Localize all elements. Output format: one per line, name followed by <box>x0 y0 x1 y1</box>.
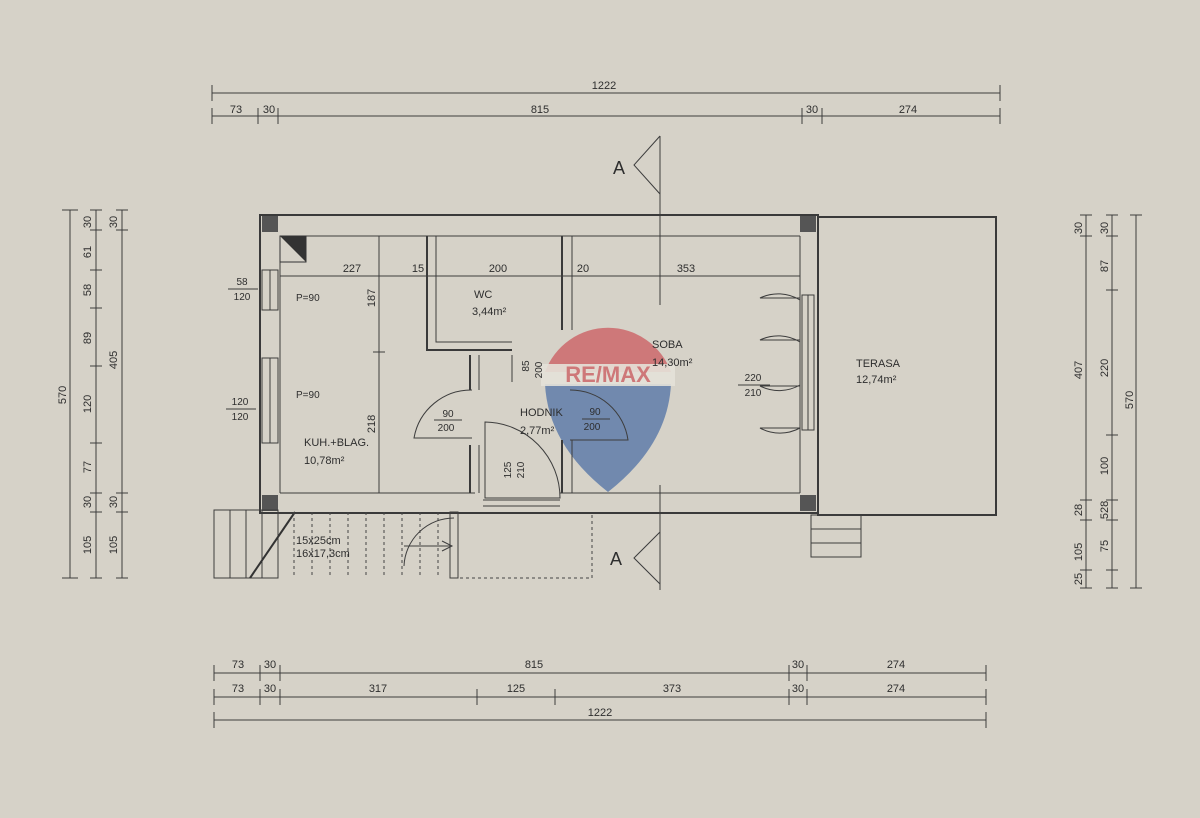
room-soba-name: SOBA <box>652 339 683 351</box>
dim-bottom-seg: 30 <box>792 659 804 671</box>
section-line-a: A A <box>610 135 661 590</box>
section-marker-bottom: A <box>610 549 622 569</box>
dim-left-seg: 105 <box>82 536 94 554</box>
dim-bottom-seg: 30 <box>264 659 276 671</box>
door-wc-height: 200 <box>534 361 545 378</box>
dim-right-total: 570 <box>1124 391 1136 409</box>
dim-left-total: 570 <box>57 386 69 404</box>
door-terrace-height: 210 <box>745 388 762 399</box>
dim-seg: 30 <box>806 104 818 116</box>
dim-left-seg: 61 <box>82 246 94 258</box>
dim-interior: 218 <box>366 415 378 433</box>
dim-bottom-seg: 30 <box>792 683 804 695</box>
door-kitchen-width: 90 <box>442 409 454 420</box>
dim-left-seg: 30 <box>108 496 120 508</box>
dim-left-seg: 30 <box>108 216 120 228</box>
dim-bottom-seg: 317 <box>369 683 387 695</box>
dim-interior: 20 <box>577 263 589 275</box>
opening-labels: 58 120 P=90 120 120 P=90 85 200 90 200 9… <box>226 277 770 478</box>
top-dimensions: 1222 73 30 815 30 274 <box>211 80 1001 124</box>
left-dimensions: 570 30 61 58 89 120 77 30 105 30 405 30 … <box>57 209 128 579</box>
dim-right-seg: 220 <box>1099 359 1111 377</box>
dim-bottom-seg: 274 <box>887 683 905 695</box>
door-kitchen-height: 200 <box>438 423 455 434</box>
room-wc-name: WC <box>474 289 492 301</box>
dim-right-seg: 100 <box>1099 457 1111 475</box>
room-soba-area: 14,30m² <box>652 357 693 369</box>
dim-interior: 227 <box>343 263 361 275</box>
dim-bottom-seg: 815 <box>525 659 543 671</box>
dim-right-seg: 528 <box>1099 501 1111 519</box>
dim-bottom-total: 1222 <box>588 707 612 719</box>
dim-left-seg: 105 <box>108 536 120 554</box>
window-1-width: 58 <box>236 277 248 288</box>
door-terrace-width: 220 <box>745 373 762 384</box>
dim-interior: 353 <box>677 263 695 275</box>
window-1-sill: P=90 <box>296 293 320 304</box>
remax-watermark: RE/MAX <box>541 327 675 492</box>
room-terasa-area: 12,74m² <box>856 374 897 386</box>
bottom-dimensions: 73 30 815 30 274 73 30 317 125 373 30 27… <box>213 659 987 728</box>
dim-bottom-seg: 274 <box>887 659 905 671</box>
dim-left-seg: 30 <box>82 496 94 508</box>
dim-interior: 187 <box>366 289 378 307</box>
room-labels: WC 3,44m² SOBA 14,30m² TERASA 12,74m² HO… <box>304 289 901 467</box>
stairs: 15x25cm 16x17,3cm <box>213 509 862 579</box>
door-entry-width: 125 <box>503 461 514 478</box>
dim-bottom-seg: 73 <box>232 683 244 695</box>
windows <box>261 269 815 444</box>
remax-logo-text: RE/MAX <box>565 362 651 387</box>
dim-seg: 815 <box>531 104 549 116</box>
dim-right-seg: 30 <box>1099 222 1111 234</box>
room-kuhinja-area: 10,78m² <box>304 455 345 467</box>
window-1-height: 120 <box>234 292 251 303</box>
dim-seg: 30 <box>263 104 275 116</box>
door-wc-width: 85 <box>521 360 532 372</box>
room-kuhinja-name: KUH.+BLAG. <box>304 437 369 449</box>
dim-bottom-seg: 373 <box>663 683 681 695</box>
dim-right-seg: 30 <box>1073 222 1085 234</box>
dim-interior: 200 <box>489 263 507 275</box>
dim-right-seg: 28 <box>1073 504 1085 516</box>
dim-right-seg: 407 <box>1073 361 1085 379</box>
dim-left-seg: 89 <box>82 332 94 344</box>
right-dimensions: 30 407 28 105 25 30 87 220 100 528 75 57… <box>1073 214 1142 589</box>
section-marker-top: A <box>613 158 625 178</box>
dim-right-seg: 75 <box>1099 540 1111 552</box>
dim-bottom-seg: 125 <box>507 683 525 695</box>
stairs-spec-2: 16x17,3cm <box>296 548 350 560</box>
window-2-sill: P=90 <box>296 390 320 401</box>
room-wc-area: 3,44m² <box>472 306 507 318</box>
room-terasa-name: TERASA <box>856 358 901 370</box>
dim-interior: 15 <box>412 263 424 275</box>
door-entry-height: 210 <box>516 461 527 478</box>
door-swings <box>413 293 801 499</box>
dim-left-seg: 58 <box>82 284 94 296</box>
room-hodnik-name: HODNIK <box>520 407 563 419</box>
dim-right-seg: 25 <box>1073 573 1085 585</box>
dim-left-seg: 30 <box>82 216 94 228</box>
dim-bottom-seg: 73 <box>232 659 244 671</box>
dim-seg: 73 <box>230 104 242 116</box>
door-soba-width: 90 <box>589 407 601 418</box>
door-soba-height: 200 <box>584 422 601 433</box>
dim-bottom-seg: 30 <box>264 683 276 695</box>
room-hodnik-area: 2,77m² <box>520 425 555 437</box>
dim-right-seg: 105 <box>1073 543 1085 561</box>
window-2-width: 120 <box>232 397 249 408</box>
interior-dimensions: 227 15 200 20 353 187 218 <box>280 236 800 493</box>
dim-seg: 274 <box>899 104 917 116</box>
dim-total-top: 1222 <box>592 80 616 92</box>
dim-left-seg: 77 <box>82 461 94 473</box>
dim-left-seg: 405 <box>108 351 120 369</box>
window-2-height: 120 <box>232 412 249 423</box>
dim-right-seg: 87 <box>1099 260 1111 272</box>
dim-left-seg: 120 <box>82 395 94 413</box>
walls <box>259 214 997 516</box>
stairs-spec-1: 15x25cm <box>296 535 341 547</box>
